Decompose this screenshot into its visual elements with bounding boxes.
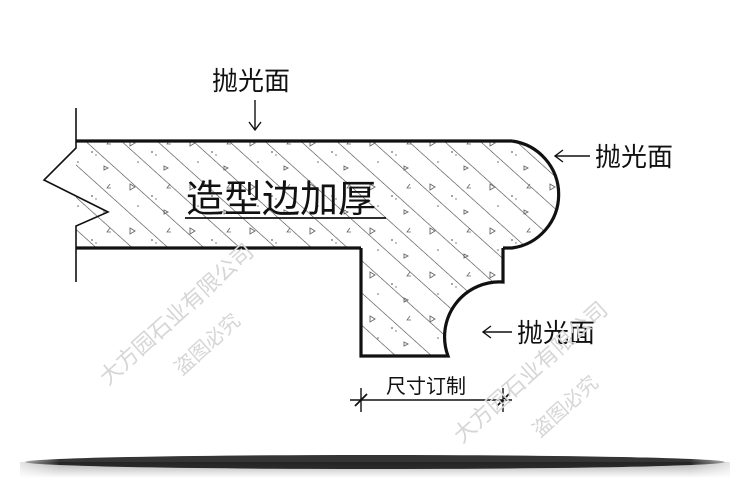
right-polished-arrow — [553, 149, 590, 163]
lower-polished-label: 抛光面 — [517, 319, 595, 349]
top-polished-label: 抛光面 — [212, 67, 290, 97]
bottom-shadow — [0, 450, 750, 480]
main-title: 造型边加厚 — [186, 177, 376, 221]
break-line — [42, 108, 110, 282]
dimension-label: 尺寸订制 — [386, 374, 466, 398]
right-polished-label: 抛光面 — [595, 143, 673, 173]
rounded-edge — [503, 139, 561, 250]
top-polished-arrow — [248, 100, 262, 132]
cove-edge — [359, 248, 505, 358]
lower-polished-arrow — [481, 325, 512, 339]
dimension-line — [350, 388, 512, 412]
stone-section — [76, 139, 561, 358]
